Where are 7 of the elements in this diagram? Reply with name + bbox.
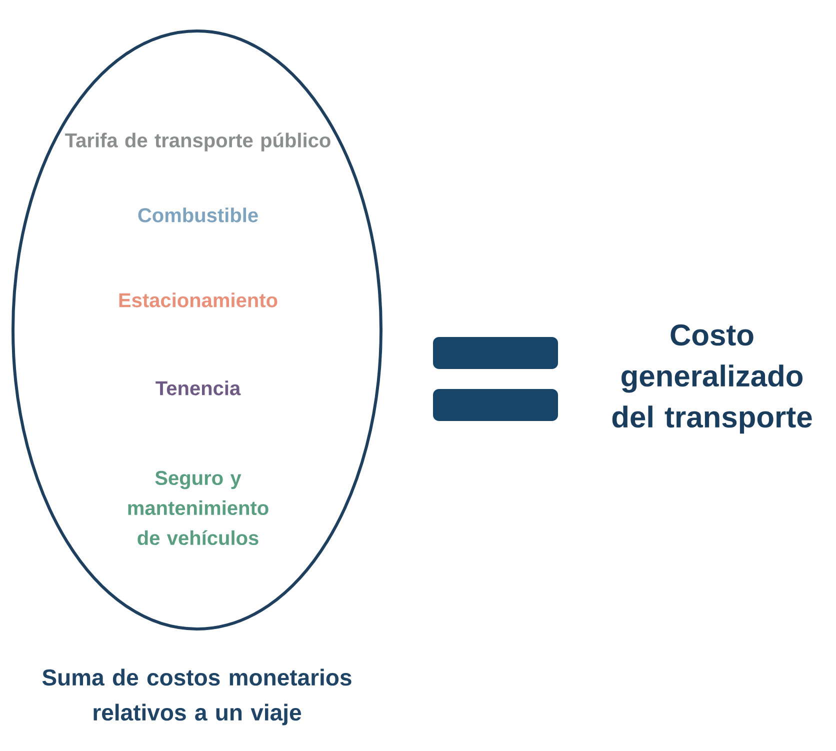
cost-item: Tarifa de transporte público bbox=[65, 132, 330, 152]
result-label: Costo generalizado del transporte bbox=[612, 324, 812, 434]
cost-item: Estacionamiento bbox=[119, 292, 278, 308]
cost-item: Seguro y mantenimiento de vehículos bbox=[128, 470, 268, 546]
cost-item: Combustible bbox=[138, 208, 258, 222]
node-label: Suma de costos monetarios relativos a un viaje bbox=[42, 668, 352, 726]
cost-item: Tenencia bbox=[156, 380, 241, 396]
